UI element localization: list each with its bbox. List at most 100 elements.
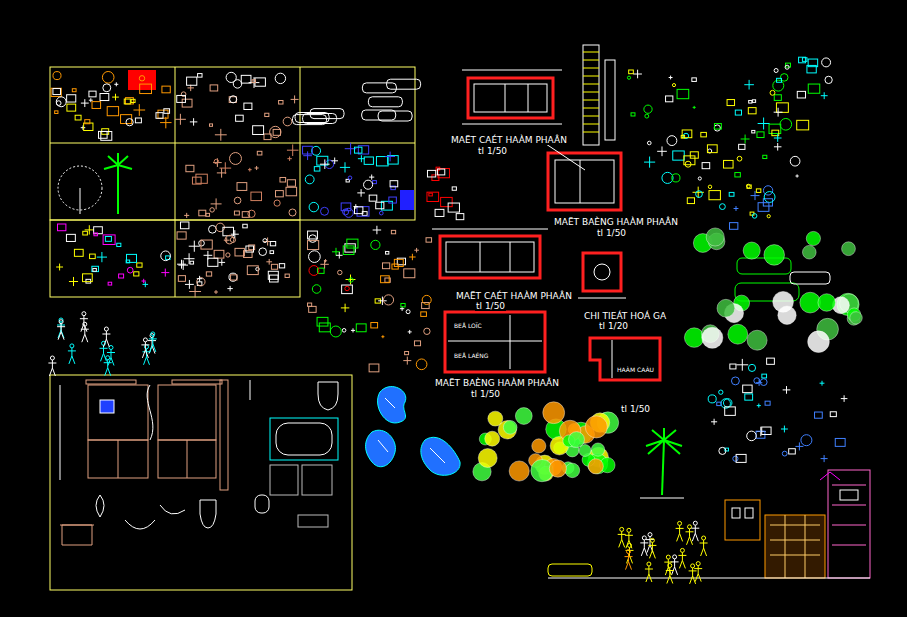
symbol-part xyxy=(684,328,704,348)
cad-symbol xyxy=(69,277,78,286)
symbol-part xyxy=(640,540,648,556)
symbol-part xyxy=(312,285,321,294)
cad-symbol xyxy=(81,125,86,130)
cad-symbol xyxy=(346,275,356,285)
cad-symbol xyxy=(354,207,362,214)
drawing-part xyxy=(583,52,599,132)
cad-symbol xyxy=(625,528,633,548)
cad-symbol xyxy=(332,248,340,256)
cad-symbol xyxy=(795,442,803,450)
room-label: HAÀM CAÀU xyxy=(616,366,655,373)
cad-symbol xyxy=(777,78,782,82)
cad-symbol xyxy=(259,248,267,256)
cad-symbol xyxy=(672,84,675,87)
cad-symbol xyxy=(48,356,56,376)
symbol-part xyxy=(689,568,697,584)
cad-symbol xyxy=(213,158,222,167)
cad-symbol xyxy=(672,174,680,182)
symbol-part xyxy=(263,239,267,243)
symbol-part xyxy=(102,71,114,83)
symbol-part xyxy=(739,144,745,149)
cad-symbol xyxy=(199,240,205,246)
symbol-part xyxy=(657,146,667,156)
symbol-part xyxy=(696,562,700,566)
symbol-part xyxy=(625,554,633,570)
symbol-part xyxy=(356,324,366,332)
symbol-part xyxy=(287,144,299,156)
cad-symbol xyxy=(767,358,775,364)
symbol-part xyxy=(747,185,751,188)
drawing-part xyxy=(172,380,222,384)
cad-symbol xyxy=(98,131,107,138)
cad-symbol xyxy=(687,198,694,204)
cad-symbol xyxy=(691,521,699,541)
symbol-part xyxy=(762,374,767,378)
symbol-part xyxy=(404,269,415,278)
cad-symbol xyxy=(126,119,133,126)
symbol-part xyxy=(645,566,653,582)
symbol-part xyxy=(414,341,420,346)
cad-symbol xyxy=(725,407,736,415)
symbol-part xyxy=(81,99,89,107)
cad-symbol xyxy=(124,99,130,104)
cad-symbol xyxy=(133,104,145,116)
cad-symbol xyxy=(68,344,76,364)
cad-symbol xyxy=(509,461,529,481)
symbol-part xyxy=(269,275,278,282)
cad-symbol xyxy=(773,291,794,312)
cad-symbol xyxy=(83,231,88,235)
symbol-part xyxy=(745,394,753,400)
symbol-part xyxy=(141,279,145,283)
cad-symbol xyxy=(161,269,169,277)
symbol-part xyxy=(736,359,748,371)
symbol-part xyxy=(666,568,674,584)
symbol-part xyxy=(320,260,328,268)
cad-symbol xyxy=(85,225,94,234)
drawing-part xyxy=(220,380,228,490)
symbol-part xyxy=(706,228,724,246)
symbol-part xyxy=(209,225,217,233)
drawing-part xyxy=(60,525,94,545)
cad-symbol xyxy=(57,320,65,340)
cad-symbol xyxy=(743,385,752,393)
symbol-part xyxy=(664,559,672,575)
symbol-part xyxy=(734,206,739,211)
drawing-title: MAËT CAÉT HAÀM PHAÂN xyxy=(450,135,568,145)
cad-symbol xyxy=(273,129,280,135)
symbol-part xyxy=(376,157,388,166)
cad-symbol xyxy=(177,232,186,239)
cad-symbol xyxy=(197,276,203,282)
symbol-part xyxy=(83,231,88,235)
cad-symbol xyxy=(747,330,767,350)
drawing-part xyxy=(96,495,104,517)
cad-symbol xyxy=(236,115,244,121)
drawing-part xyxy=(147,385,153,440)
cad-symbol xyxy=(549,460,566,477)
cad-symbol xyxy=(371,240,380,249)
drawing-part xyxy=(832,485,866,545)
symbol-part xyxy=(385,152,395,162)
drawing-part xyxy=(548,578,870,579)
cad-symbol xyxy=(268,271,278,279)
symbol-part xyxy=(421,312,427,317)
symbol-part xyxy=(308,303,312,306)
symbol-part xyxy=(229,273,237,281)
cad-symbol xyxy=(308,303,312,306)
symbol-part xyxy=(565,463,580,478)
symbol-part xyxy=(743,242,760,259)
cad-symbol xyxy=(408,330,412,334)
symbol-part xyxy=(717,402,721,405)
cad-symbol xyxy=(368,97,402,107)
symbol-part xyxy=(184,213,189,218)
cad-symbol xyxy=(196,174,207,183)
cad-symbol xyxy=(800,292,821,313)
drawing-part xyxy=(646,428,682,454)
symbol-part xyxy=(69,277,78,286)
cad-symbol xyxy=(231,275,237,280)
symbol-part xyxy=(186,165,194,171)
symbol-part xyxy=(75,115,81,120)
cad-symbol xyxy=(677,89,689,98)
symbol-part xyxy=(478,449,497,468)
